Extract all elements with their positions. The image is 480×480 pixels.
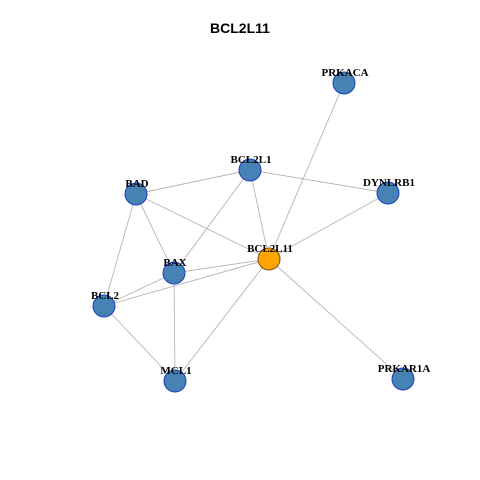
edge-bcl2l11-prkar1a bbox=[268, 258, 404, 380]
edge-bcl2l11-mcl1 bbox=[174, 258, 270, 382]
node-label-bax: BAX bbox=[163, 257, 186, 269]
edge-bcl2l11-dynlrb1 bbox=[268, 192, 389, 260]
edge-bcl2l11-bcl2l1 bbox=[249, 169, 270, 260]
edge-bcl2l1-bad bbox=[135, 169, 251, 195]
node-circle-dynlrb1[interactable] bbox=[376, 181, 400, 205]
node-label-bcl2l11: BCL2L11 bbox=[247, 243, 293, 255]
edge-bcl2l11-bcl2 bbox=[103, 258, 270, 307]
edge-bcl2l11-bax bbox=[173, 258, 270, 274]
node-circle-prkaca[interactable] bbox=[332, 71, 356, 95]
node-label-dynlrb1: DYNLRB1 bbox=[363, 177, 415, 189]
node-label-bad: BAD bbox=[125, 178, 148, 190]
node-bcl2l11[interactable]: BCL2L11 bbox=[247, 243, 293, 271]
node-label-prkaca: PRKACA bbox=[321, 67, 368, 79]
node-bax[interactable]: BAX bbox=[162, 257, 187, 285]
node-bad[interactable]: BAD bbox=[124, 178, 149, 206]
edge-bad-bcl2 bbox=[103, 193, 137, 307]
edge-bcl2l11-prkaca bbox=[268, 82, 345, 260]
node-bcl2l1[interactable]: BCL2L1 bbox=[231, 154, 272, 182]
node-label-prkar1a: PRKAR1A bbox=[378, 363, 431, 375]
graph-title: BCL2L11 bbox=[210, 20, 270, 36]
node-label-bcl2: BCL2 bbox=[91, 290, 120, 302]
node-circle-bcl2l11[interactable] bbox=[257, 247, 281, 271]
edge-bcl2l1-bax bbox=[173, 169, 251, 274]
node-label-mcl1: MCL1 bbox=[160, 365, 191, 377]
node-dynlrb1[interactable]: DYNLRB1 bbox=[363, 177, 415, 205]
node-prkaca[interactable]: PRKACA bbox=[321, 67, 369, 95]
edges-layer bbox=[103, 82, 404, 382]
edge-bad-bax bbox=[135, 193, 175, 274]
edge-bcl2-mcl1 bbox=[103, 305, 176, 382]
node-circle-mcl1[interactable] bbox=[163, 369, 187, 393]
edge-bcl2l11-bad bbox=[135, 193, 270, 260]
node-prkar1a[interactable]: PRKAR1A bbox=[378, 363, 431, 391]
edge-bax-bcl2 bbox=[103, 272, 175, 307]
node-circle-bad[interactable] bbox=[124, 182, 148, 206]
node-bcl2[interactable]: BCL2 bbox=[91, 290, 120, 318]
node-mcl1[interactable]: MCL1 bbox=[160, 365, 192, 393]
node-circle-bcl2l1[interactable] bbox=[238, 158, 262, 182]
node-label-bcl2l1: BCL2L1 bbox=[231, 154, 272, 166]
node-circle-bax[interactable] bbox=[162, 261, 186, 285]
node-circle-prkar1a[interactable] bbox=[391, 367, 415, 391]
edge-bax-mcl1 bbox=[173, 272, 176, 382]
edge-bcl2l1-dynlrb1 bbox=[249, 169, 389, 194]
node-circle-bcl2[interactable] bbox=[92, 294, 116, 318]
